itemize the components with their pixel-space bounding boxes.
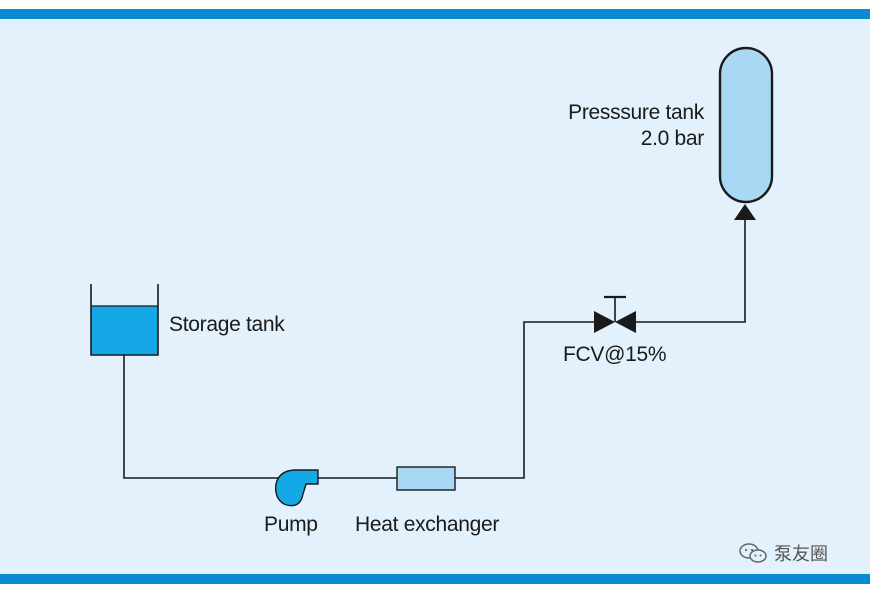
pressure-tank-label-line1: Presssure tank <box>568 101 704 124</box>
pipe-hx-to-valve <box>455 321 594 479</box>
top-margin <box>0 0 870 9</box>
watermark: 泵友圈 <box>738 541 828 565</box>
pump <box>274 469 319 507</box>
watermark-text: 泵友圈 <box>774 544 828 565</box>
bottom-margin <box>0 584 870 591</box>
heat-exchanger <box>396 466 456 491</box>
storage-tank-label: Storage tank <box>169 313 285 336</box>
storage-tank <box>90 284 159 356</box>
pipe-valve-to-tank <box>636 220 746 323</box>
valve-label: FCV@15% <box>563 343 667 366</box>
bottom-border-bar <box>0 574 870 584</box>
pipe-suction <box>123 355 279 479</box>
pump-body <box>274 469 319 507</box>
pressure-tank-label-line2: 2.0 bar <box>640 127 705 150</box>
pressure-tank-support <box>734 204 756 220</box>
pressure-tank-vessel <box>718 46 774 204</box>
flow-control-valve <box>594 295 636 333</box>
valve-right-triangle <box>615 311 636 333</box>
wechat-icon <box>739 543 767 563</box>
pressure-tank <box>718 46 774 220</box>
heat-exchanger-label: Heat exchanger <box>355 513 500 536</box>
pump-label: Pump <box>264 513 318 536</box>
valve-left-triangle <box>594 311 615 333</box>
storage-tank-liquid <box>91 306 158 355</box>
top-border-bar <box>0 9 870 19</box>
